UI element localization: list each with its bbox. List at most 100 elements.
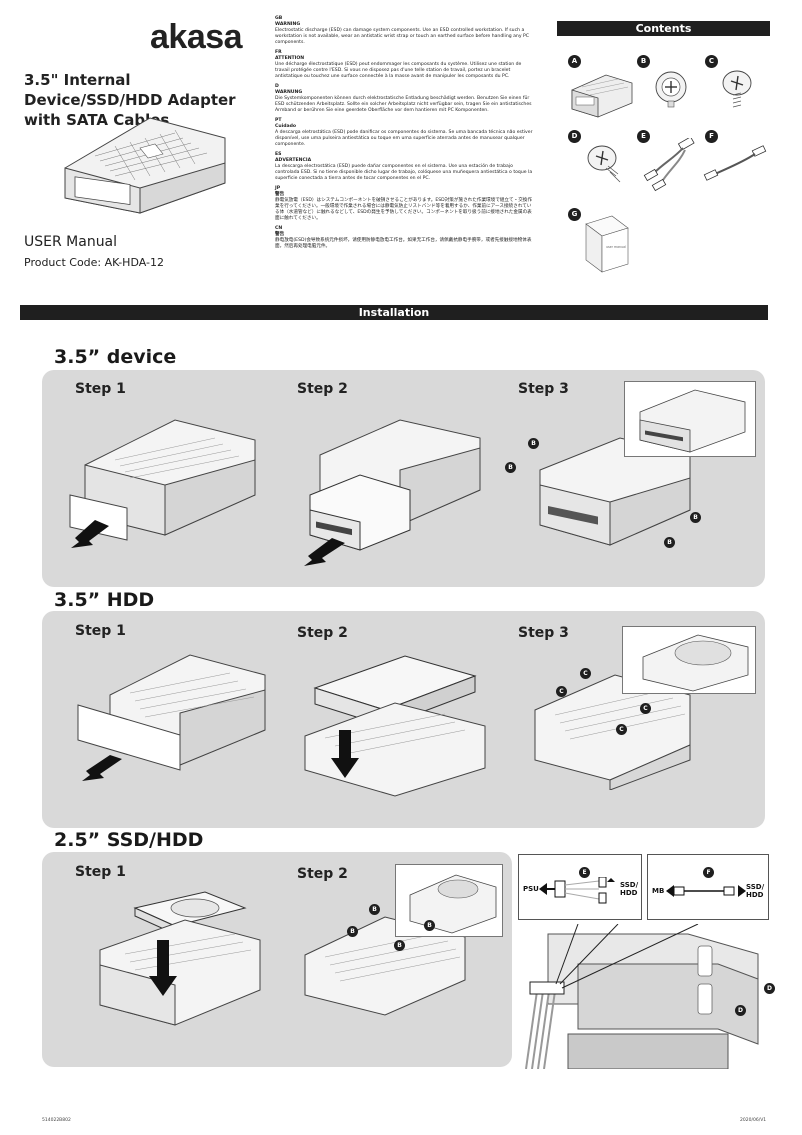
content-item-b: B <box>637 55 705 115</box>
ssd-step-1-illustration <box>99 891 261 1026</box>
content-letter-c: C <box>705 55 718 68</box>
ssd-callout-b-2: B <box>347 926 358 937</box>
device-step-3-illustration <box>539 437 691 546</box>
warning-language-code: FR <box>275 49 282 55</box>
hdd-callout-c-2: C <box>556 686 567 697</box>
warning-language-code: PT <box>275 117 282 123</box>
cable-f-target: SSD/ HDD <box>746 883 765 899</box>
warning-title: ATTENTION <box>275 56 305 62</box>
content-letter-a: A <box>568 55 581 68</box>
product-title: 3.5" Internal Device/SSD/HDD Adapter wit… <box>24 71 236 129</box>
warning-title: Cuidado <box>275 124 297 129</box>
device-step-3-label: Step 3 <box>518 381 569 397</box>
cable-f-letter: F <box>703 867 714 878</box>
footer-doc-code: 514022B802 <box>42 1118 71 1123</box>
footer-version: 2020/06/V1 <box>740 1118 767 1123</box>
booklet-label: user manual <box>606 245 626 249</box>
hdd-callout-c-1: C <box>580 668 591 679</box>
screw-d-icon <box>587 145 621 183</box>
warning-text: Die Systemkomponenten können durch elekt… <box>275 96 532 114</box>
sata-data-cable-icon <box>703 145 767 181</box>
brand-logo: akasa <box>150 18 243 56</box>
device-step-1-illustration <box>69 419 256 548</box>
device-step-2-illustration <box>304 419 481 566</box>
content-letter-d: D <box>568 130 581 143</box>
screw-b-icon <box>655 71 687 108</box>
cable-e-diagram: E PSU SSD/ HDD <box>518 854 642 920</box>
warning-text: Electrostatic discharge (ESD) can damage… <box>275 28 529 46</box>
device-inset-illustration <box>639 389 746 453</box>
content-letter-f: F <box>705 130 718 143</box>
cable-e-target: SSD/ HDD <box>620 881 639 897</box>
hdd-callout-c-4: C <box>616 724 627 735</box>
installation-heading: Installation <box>20 305 768 320</box>
install-callout-d-1: D <box>764 983 775 994</box>
warning-title: 警告 <box>275 232 285 237</box>
install-callout-d-2: D <box>735 1005 746 1016</box>
content-letter-g: G <box>568 208 581 221</box>
cable-f-source: MB <box>652 887 665 895</box>
ssd-callout-b-3: B <box>424 920 435 931</box>
hdd-inset-illustration <box>642 634 749 692</box>
hdd-step-2-illustration <box>304 655 486 797</box>
content-item-d: D <box>568 130 636 190</box>
ssd-callout-b-1: B <box>369 904 380 915</box>
section-heading-hdd: 3.5” HDD <box>54 589 155 611</box>
cable-installation-illustration <box>518 924 768 1069</box>
warning-language-code: JP <box>275 185 281 191</box>
ssd-inset-illustration <box>409 874 497 934</box>
hdd-step-3-inset <box>622 626 756 694</box>
hdd-step-3-label: Step 3 <box>518 625 569 641</box>
warning-text: La descarga electrostática (ESD) puede d… <box>275 164 533 182</box>
ssd-step-1-label: Step 1 <box>75 864 126 880</box>
warning-title: ADVERTENCIA <box>275 157 312 163</box>
warning-language-code: GB <box>275 16 283 21</box>
content-letter-b: B <box>637 55 650 68</box>
device-step-2-label: Step 2 <box>297 381 348 397</box>
screw-c-icon <box>722 70 752 108</box>
product-code: Product Code: AK-HDA-12 <box>24 256 164 269</box>
warning-language-code: D <box>275 83 279 89</box>
warning-title: 警告 <box>275 191 285 197</box>
hdd-callout-c-3: C <box>640 703 651 714</box>
warning-text: A descarga eletrostática (ESD) pode dani… <box>275 130 533 148</box>
content-letter-e: E <box>637 130 650 143</box>
hero-bracket-illustration <box>64 117 226 214</box>
warning-title: WARNING <box>275 22 301 28</box>
warning-text: 静电放电(ESD)会导致系统元件损坏，请使用防静电放电工作台。如果无工作台，请佩… <box>275 238 532 250</box>
content-item-a: A <box>568 55 636 118</box>
contents-heading: Contents <box>557 21 770 36</box>
section-heading-device: 3.5” device <box>54 346 177 368</box>
warning-language-code: CN <box>275 225 283 231</box>
section-heading-ssd: 2.5” SSD/HDD <box>54 829 204 851</box>
content-item-f: F <box>703 130 773 190</box>
content-item-c: C <box>705 55 773 115</box>
device-callout-b-4: B <box>664 537 675 548</box>
cable-e-letter: E <box>579 867 590 878</box>
device-callout-b-1: B <box>528 438 539 449</box>
device-step-3-inset <box>624 381 756 457</box>
warning-language-code: ES <box>275 151 282 157</box>
warning-text: Une décharge électrostatique (ESD) peut … <box>275 62 522 80</box>
cable-e-drawing <box>539 877 615 904</box>
cable-f-diagram: F MB SSD/ HDD <box>647 854 769 920</box>
device-step-1-label: Step 1 <box>75 381 126 397</box>
cable-f-drawing <box>666 885 746 897</box>
ssd-step-2-label: Step 2 <box>297 866 348 882</box>
hdd-step-1-illustration <box>77 654 266 781</box>
cable-e-source: PSU <box>523 885 539 893</box>
user-manual-booklet-icon: user manual <box>585 215 629 273</box>
warning-text: 静電気放電（ESD）はシステムコンポーネントを破損させることがあります。ESD対… <box>275 198 532 222</box>
user-manual-label: USER Manual <box>24 234 118 250</box>
ssd-step-2-inset <box>395 864 503 937</box>
ssd-step-2-illustration <box>304 916 466 1016</box>
device-callout-b-2: B <box>505 462 516 473</box>
hdd-step-1-label: Step 1 <box>75 623 126 639</box>
